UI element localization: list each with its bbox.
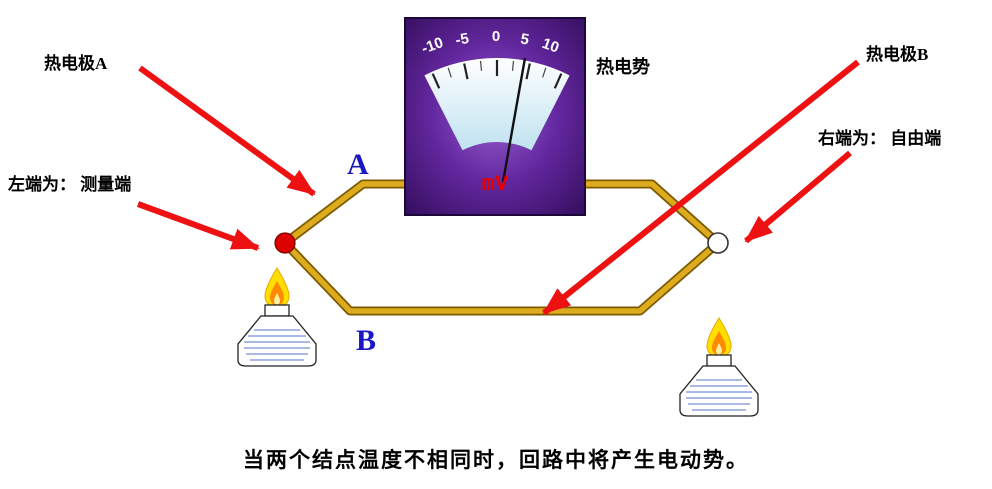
measuring-end-label: 左端为： 测量端 bbox=[8, 175, 132, 194]
annotation-arrows bbox=[136, 59, 860, 316]
scale-number: -5 bbox=[454, 30, 470, 49]
wire-b-conductor-fill bbox=[282, 240, 721, 314]
lamp-label-scribbles bbox=[244, 329, 310, 361]
meter-scale-numbers: -10 -5 0 5 10 bbox=[419, 28, 561, 57]
scale-number: 10 bbox=[540, 35, 561, 57]
alcohol-lamp-right bbox=[679, 317, 759, 417]
scale-number: 0 bbox=[492, 28, 500, 45]
wire-a-letter: A bbox=[347, 148, 369, 181]
meter-unit-label: mV bbox=[482, 172, 509, 197]
free-end-arrow bbox=[744, 150, 852, 244]
wire-b-letter: B bbox=[356, 324, 377, 357]
bottom-caption: 当两个结点温度不相同时，回路中将产生电动势。 bbox=[243, 448, 749, 472]
scale-number: -10 bbox=[419, 34, 445, 57]
meter-scale-face bbox=[424, 57, 570, 151]
lamp-neck bbox=[264, 304, 290, 317]
meter-scale-ticks bbox=[431, 60, 563, 89]
electrode-a-arrow bbox=[138, 65, 316, 197]
measuring-junction-dot bbox=[274, 232, 296, 254]
emf-label: 热电势 bbox=[596, 57, 650, 77]
measuring-end-arrow bbox=[136, 201, 260, 251]
millivoltmeter: -10 -5 0 5 10 mV bbox=[404, 17, 586, 216]
scale-number: 5 bbox=[519, 30, 530, 48]
alcohol-lamp-left bbox=[237, 267, 317, 367]
free-end-label: 右端为： 自由端 bbox=[818, 129, 942, 148]
free-junction-dot bbox=[707, 232, 729, 254]
lamp-bottle bbox=[237, 315, 317, 367]
electrode-b-arrow bbox=[542, 59, 860, 316]
electrode-a-label: 热电极A bbox=[44, 54, 108, 73]
meter-needle bbox=[501, 57, 527, 183]
electrode-b-label: 热电极B bbox=[866, 45, 929, 64]
flame-core bbox=[274, 293, 280, 305]
